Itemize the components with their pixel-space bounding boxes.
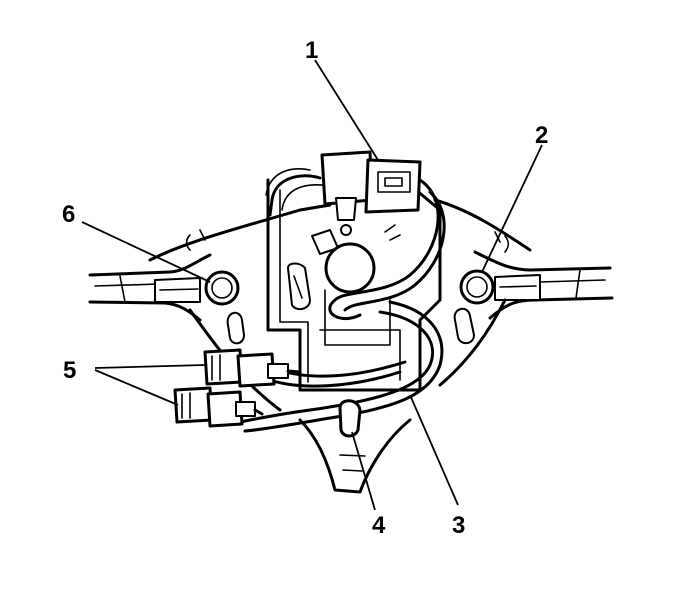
leader-1	[314, 59, 379, 161]
callout-2: 2	[535, 122, 548, 149]
mounting-nut-left	[204, 270, 240, 306]
main-electrical-connector	[320, 150, 422, 236]
left-frame-rail	[88, 253, 212, 322]
leader-2	[481, 144, 543, 273]
mounting-nut-right	[459, 269, 495, 305]
left-slot	[226, 311, 245, 345]
callout-3: 3	[452, 512, 465, 539]
leader-5b	[94, 369, 179, 406]
leader-4	[351, 431, 376, 511]
leader-6	[81, 221, 211, 283]
right-slot	[453, 307, 475, 345]
harness-grommet	[338, 399, 362, 438]
lower-sensor-connector	[173, 386, 264, 428]
callout-6: 6	[62, 201, 75, 228]
mounting-plate	[266, 178, 442, 392]
callout-4: 4	[372, 512, 386, 539]
leader-lines	[81, 59, 543, 511]
housing-outline	[148, 198, 532, 494]
callout-1: 1	[305, 37, 318, 64]
callout-labels: 1 2 3 4 5 6	[62, 37, 548, 539]
upper-sensor-connector	[203, 348, 302, 388]
right-frame-rail	[473, 250, 614, 320]
leader-5a	[94, 364, 206, 369]
callout-5: 5	[63, 357, 76, 384]
leader-3	[409, 394, 459, 506]
